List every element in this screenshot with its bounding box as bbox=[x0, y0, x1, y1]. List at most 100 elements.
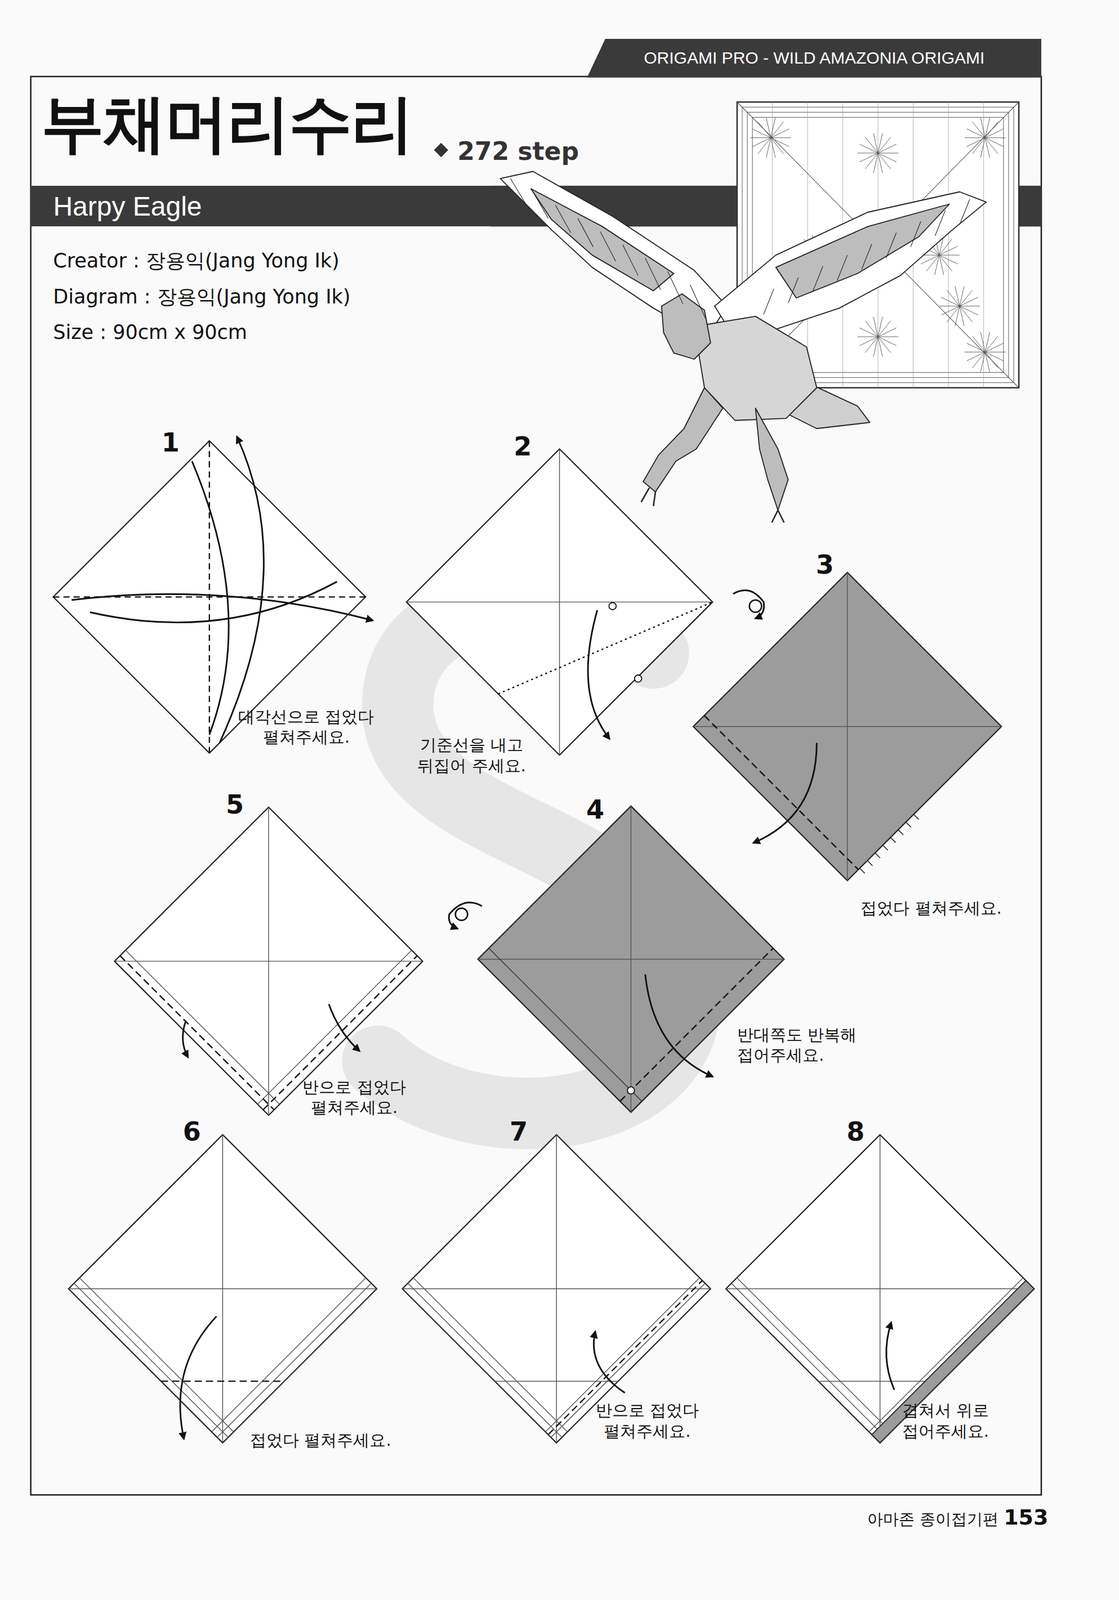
crease-fan bbox=[766, 117, 771, 138]
reference-point bbox=[627, 1086, 635, 1095]
step-number: 7 bbox=[509, 1116, 528, 1149]
paper-square bbox=[402, 1135, 711, 1444]
crease-fan bbox=[984, 343, 1004, 353]
feather-line bbox=[622, 244, 639, 276]
crease-fan bbox=[859, 336, 878, 346]
crease-line bbox=[478, 959, 785, 960]
step-diagram bbox=[68, 1135, 377, 1444]
fold-arrow bbox=[593, 1331, 625, 1394]
crease-fan bbox=[877, 153, 883, 173]
paper-square bbox=[114, 807, 423, 1116]
talon bbox=[772, 510, 779, 523]
step-number: 2 bbox=[513, 430, 532, 464]
crease-fan bbox=[959, 305, 980, 307]
crease-fan bbox=[877, 336, 883, 357]
step-diagram bbox=[114, 807, 423, 1116]
crease-fan bbox=[770, 137, 776, 158]
step-diagram bbox=[406, 449, 713, 756]
crease-fan bbox=[877, 336, 897, 346]
crease-fan bbox=[939, 239, 953, 256]
english-title: Harpy Eagle bbox=[52, 190, 202, 222]
fold-arrow bbox=[733, 590, 765, 619]
crease-line bbox=[407, 1283, 563, 1438]
head bbox=[661, 293, 711, 360]
crease-line bbox=[68, 1288, 377, 1290]
crease-fan bbox=[984, 128, 1004, 138]
instruction-note: 대각선으로 접었다 펼쳐주세요. bbox=[221, 706, 391, 748]
fold-line bbox=[620, 948, 774, 1102]
measure-tick bbox=[867, 861, 873, 867]
measure-tick bbox=[913, 814, 919, 820]
footer-text: 아마존 종이접기편 bbox=[867, 1509, 999, 1530]
measure-tick bbox=[883, 845, 889, 851]
crease-fan bbox=[920, 255, 940, 265]
crease-fan bbox=[980, 332, 985, 352]
crease-fan bbox=[941, 306, 960, 316]
feather-line bbox=[577, 218, 594, 248]
fold-arrow bbox=[753, 743, 817, 844]
crease-fan bbox=[984, 137, 990, 158]
feather-line bbox=[959, 198, 970, 225]
feather-line bbox=[555, 204, 571, 233]
crease-fan bbox=[877, 144, 897, 154]
crease-fan bbox=[770, 121, 784, 138]
crease-fan bbox=[946, 306, 960, 323]
step-number: 6 bbox=[183, 1116, 202, 1149]
fold-arrow bbox=[587, 610, 610, 739]
measure-tick bbox=[875, 853, 881, 859]
instruction-note: 반으로 접었다 펼쳐주세요. bbox=[579, 1400, 715, 1442]
right-wing-shade bbox=[776, 204, 950, 299]
talon bbox=[641, 487, 650, 502]
crease-fan bbox=[984, 351, 990, 372]
crease-fan bbox=[877, 152, 899, 154]
crease-fan bbox=[959, 297, 979, 307]
crease-fan bbox=[959, 306, 979, 316]
crease-fan bbox=[941, 297, 960, 307]
instruction-note: 반으로 접었다 펼쳐주세요. bbox=[286, 1077, 422, 1119]
crease-fan bbox=[926, 255, 940, 271]
measure-tick bbox=[890, 837, 896, 844]
fold-arrow bbox=[328, 1004, 360, 1052]
crease-fan bbox=[972, 137, 986, 154]
crease-line bbox=[818, 1381, 942, 1382]
crease-fan bbox=[984, 351, 1004, 361]
turn-over-symbol bbox=[455, 908, 468, 921]
crease-fan bbox=[877, 137, 891, 154]
turn-over-symbol bbox=[749, 600, 762, 613]
header-tab: ORIGAMI PRO - WILD AMAZONIA ORIGAMI bbox=[586, 38, 1042, 78]
crease-fan bbox=[859, 153, 878, 163]
feather-line bbox=[935, 210, 946, 236]
crease-fan bbox=[859, 144, 878, 154]
credit-line: Creator : 장용익(Jang Yong Ik) bbox=[52, 248, 340, 274]
crease-fan bbox=[939, 255, 944, 275]
crease-fan bbox=[939, 246, 958, 256]
crease-line bbox=[79, 1278, 234, 1433]
feather-line bbox=[763, 288, 774, 315]
fold-arrow bbox=[180, 1316, 217, 1440]
step-number: 5 bbox=[225, 788, 244, 822]
instruction-note: 반대쪽도 반복해 접어주세요. bbox=[737, 1024, 873, 1067]
fold-arrow bbox=[71, 594, 373, 621]
crease-fan bbox=[877, 327, 897, 337]
paper-square bbox=[478, 806, 785, 1113]
crease-fan bbox=[959, 306, 965, 327]
measure-tick bbox=[906, 822, 912, 828]
crease-fan bbox=[865, 153, 878, 169]
fold-line bbox=[119, 956, 275, 1111]
step-diagram bbox=[725, 1135, 1034, 1444]
crease-line bbox=[413, 1278, 568, 1433]
talon bbox=[653, 492, 656, 507]
measure-tick bbox=[859, 868, 866, 874]
crease-fan bbox=[770, 128, 790, 138]
step-diagram bbox=[478, 806, 785, 1113]
credit-line: Size : 90cm x 90cm bbox=[52, 320, 248, 346]
crease-fan bbox=[873, 317, 878, 337]
left-wing-shade bbox=[531, 188, 675, 291]
step-number: 4 bbox=[586, 794, 605, 827]
feather-line bbox=[690, 284, 706, 319]
crease-fan bbox=[865, 336, 878, 353]
crease-fan bbox=[873, 133, 878, 154]
left-leg bbox=[643, 388, 723, 493]
